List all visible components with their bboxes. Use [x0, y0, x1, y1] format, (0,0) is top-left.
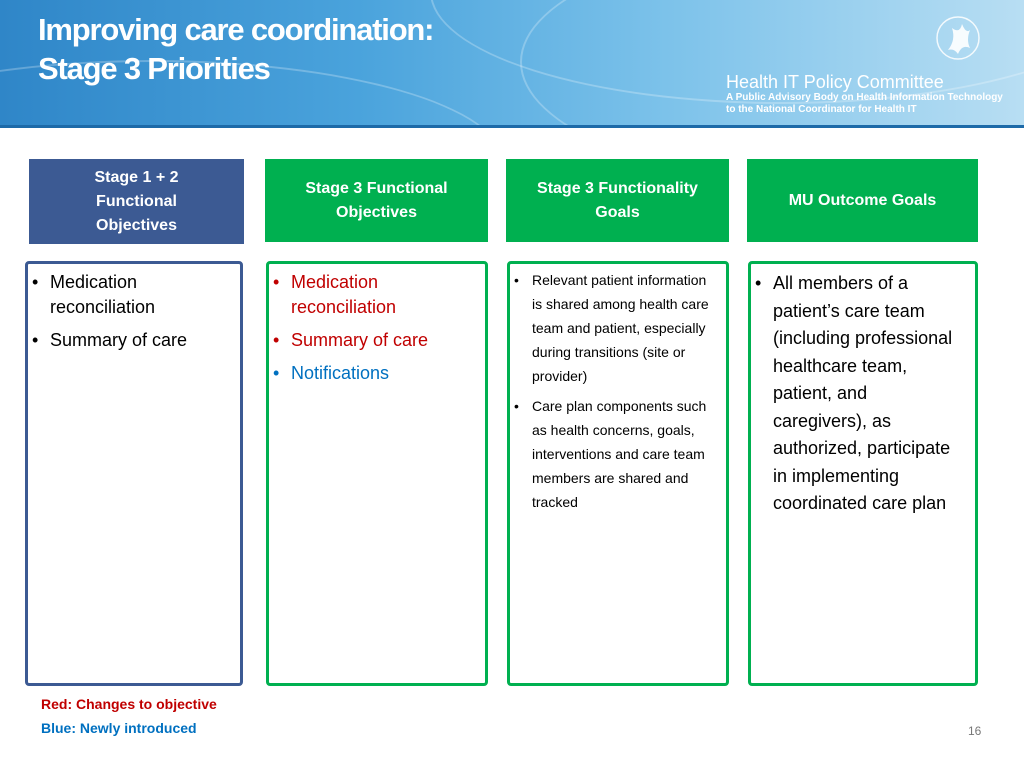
list-item-changed: Medication reconciliation: [269, 270, 485, 320]
stage3-goals-list: Relevant patient information is shared a…: [510, 268, 726, 514]
column-stage3-goals: Relevant patient information is shared a…: [507, 261, 729, 686]
org-subtitle-2: to the National Coordinator for Health I…: [726, 104, 917, 115]
heading-stage3-objectives: Stage 3 Functional Objectives: [265, 159, 488, 242]
header-banner: Improving care coordination: Stage 3 Pri…: [0, 0, 1024, 127]
heading-mu-outcome-label: MU Outcome Goals: [788, 191, 937, 209]
stage12-list: Medication reconciliation Summary of car…: [28, 270, 240, 353]
color-legend: Red: Changes to objective Blue: Newly in…: [41, 692, 217, 740]
banner-wave: [520, 0, 1024, 127]
heading-stage12-label: Stage 1 + 2 Functional Objectives: [94, 168, 179, 234]
stage3-objectives-list: Medication reconciliation Summary of car…: [269, 270, 485, 386]
list-item: Relevant patient information is shared a…: [510, 268, 720, 388]
list-item: Medication reconciliation: [28, 270, 240, 320]
org-block: Health IT Policy Committee A Public Advi…: [726, 72, 1003, 116]
heading-mu-outcome: MU Outcome Goals: [747, 159, 978, 242]
legend-blue: Blue: Newly introduced: [41, 720, 197, 736]
list-item-changed: Summary of care: [269, 328, 485, 353]
page-title: Improving care coordination: Stage 3 Pri…: [38, 10, 434, 88]
list-item: All members of a patient’s care team (in…: [751, 270, 961, 518]
heading-stage12: Stage 1 + 2 Functional Objectives: [29, 159, 244, 244]
column-mu-outcome: All members of a patient’s care team (in…: [748, 261, 978, 686]
mu-outcome-list: All members of a patient’s care team (in…: [751, 270, 975, 518]
heading-stage3-goals-label: Stage 3 Functionality Goals: [537, 179, 698, 221]
hhs-eagle-icon: [936, 16, 980, 60]
org-name: Health IT Policy Committee: [726, 72, 944, 92]
heading-stage3-objectives-label: Stage 3 Functional Objectives: [305, 179, 448, 221]
list-item-new: Notifications: [269, 361, 485, 386]
page-number: 16: [968, 724, 982, 738]
title-line-1: Improving care coordination:: [38, 12, 434, 47]
list-item: Care plan components such as health conc…: [510, 394, 720, 514]
heading-stage3-goals: Stage 3 Functionality Goals: [506, 159, 729, 242]
legend-red: Red: Changes to objective: [41, 696, 217, 712]
column-stage3-objectives: Medication reconciliation Summary of car…: [266, 261, 488, 686]
banner-divider: [0, 125, 1024, 128]
org-subtitle-1: A Public Advisory Body on Health Informa…: [726, 92, 1003, 103]
list-item: Summary of care: [28, 328, 240, 353]
title-line-2: Stage 3 Priorities: [38, 51, 271, 86]
column-stage12: Medication reconciliation Summary of car…: [25, 261, 243, 686]
